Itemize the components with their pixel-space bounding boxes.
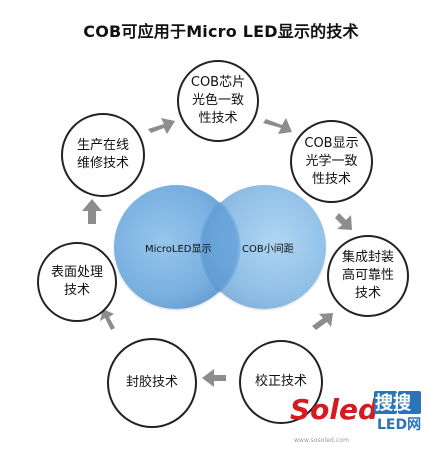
node-chip-consistency: COB芯片 光色一致 性技术 (177, 60, 259, 142)
node-display-consistency-label: COB显示 光学一致 性技术 (304, 135, 359, 187)
node-display-consistency: COB显示 光学一致 性技术 (290, 120, 373, 203)
node-chip-consistency-label: COB芯片 光色一致 性技术 (190, 75, 246, 126)
node-calibration: 校正技术 (239, 340, 323, 424)
arrow-3 (335, 213, 352, 230)
arrow-7 (82, 199, 102, 224)
diagram-title: COB可应用于Micro LED显示的技术 (83, 22, 359, 41)
watermark-url: www.sosoled.com (294, 437, 350, 444)
venn-right-label: COB小间距 (242, 244, 294, 255)
soled-watermark-logo: Soled 搜搜 LED网 (290, 391, 421, 433)
arrow-2 (263, 118, 292, 134)
node-production: 生产在线 维修技术 (61, 113, 145, 197)
venn-overlap (199, 201, 241, 293)
venn-diagram (114, 185, 326, 309)
cycle-arrows (82, 118, 352, 387)
soled-blue-box-2 (398, 391, 421, 414)
soled-subtext: LED网 (377, 417, 421, 433)
node-surface-label: 表面处理 技术 (50, 265, 103, 298)
node-production-label: 生产在线 维修技术 (76, 138, 129, 171)
node-calibration-label: 校正技术 (254, 374, 307, 389)
arrow-4 (312, 313, 333, 330)
node-integration-label: 集成封装 高可靠性 技术 (341, 250, 394, 301)
venn-left-label: MicroLED显示 (145, 244, 212, 255)
node-encapsulation: 封胶技术 (107, 338, 197, 428)
node-integration: 集成封装 高可靠性 技术 (327, 235, 409, 317)
venn-left-circle (114, 185, 238, 309)
soled-brand-text: Soled (290, 393, 379, 426)
node-encapsulation-label: 封胶技术 (125, 375, 178, 390)
node-surface: 表面处理 技术 (37, 242, 117, 322)
arrow-6 (100, 309, 115, 330)
soled-blue-box-1 (374, 391, 397, 414)
arrow-5 (202, 369, 226, 387)
venn-right-circle (202, 185, 326, 309)
arrow-1 (148, 118, 175, 134)
soled-chinese-text: 搜搜 (375, 392, 412, 414)
